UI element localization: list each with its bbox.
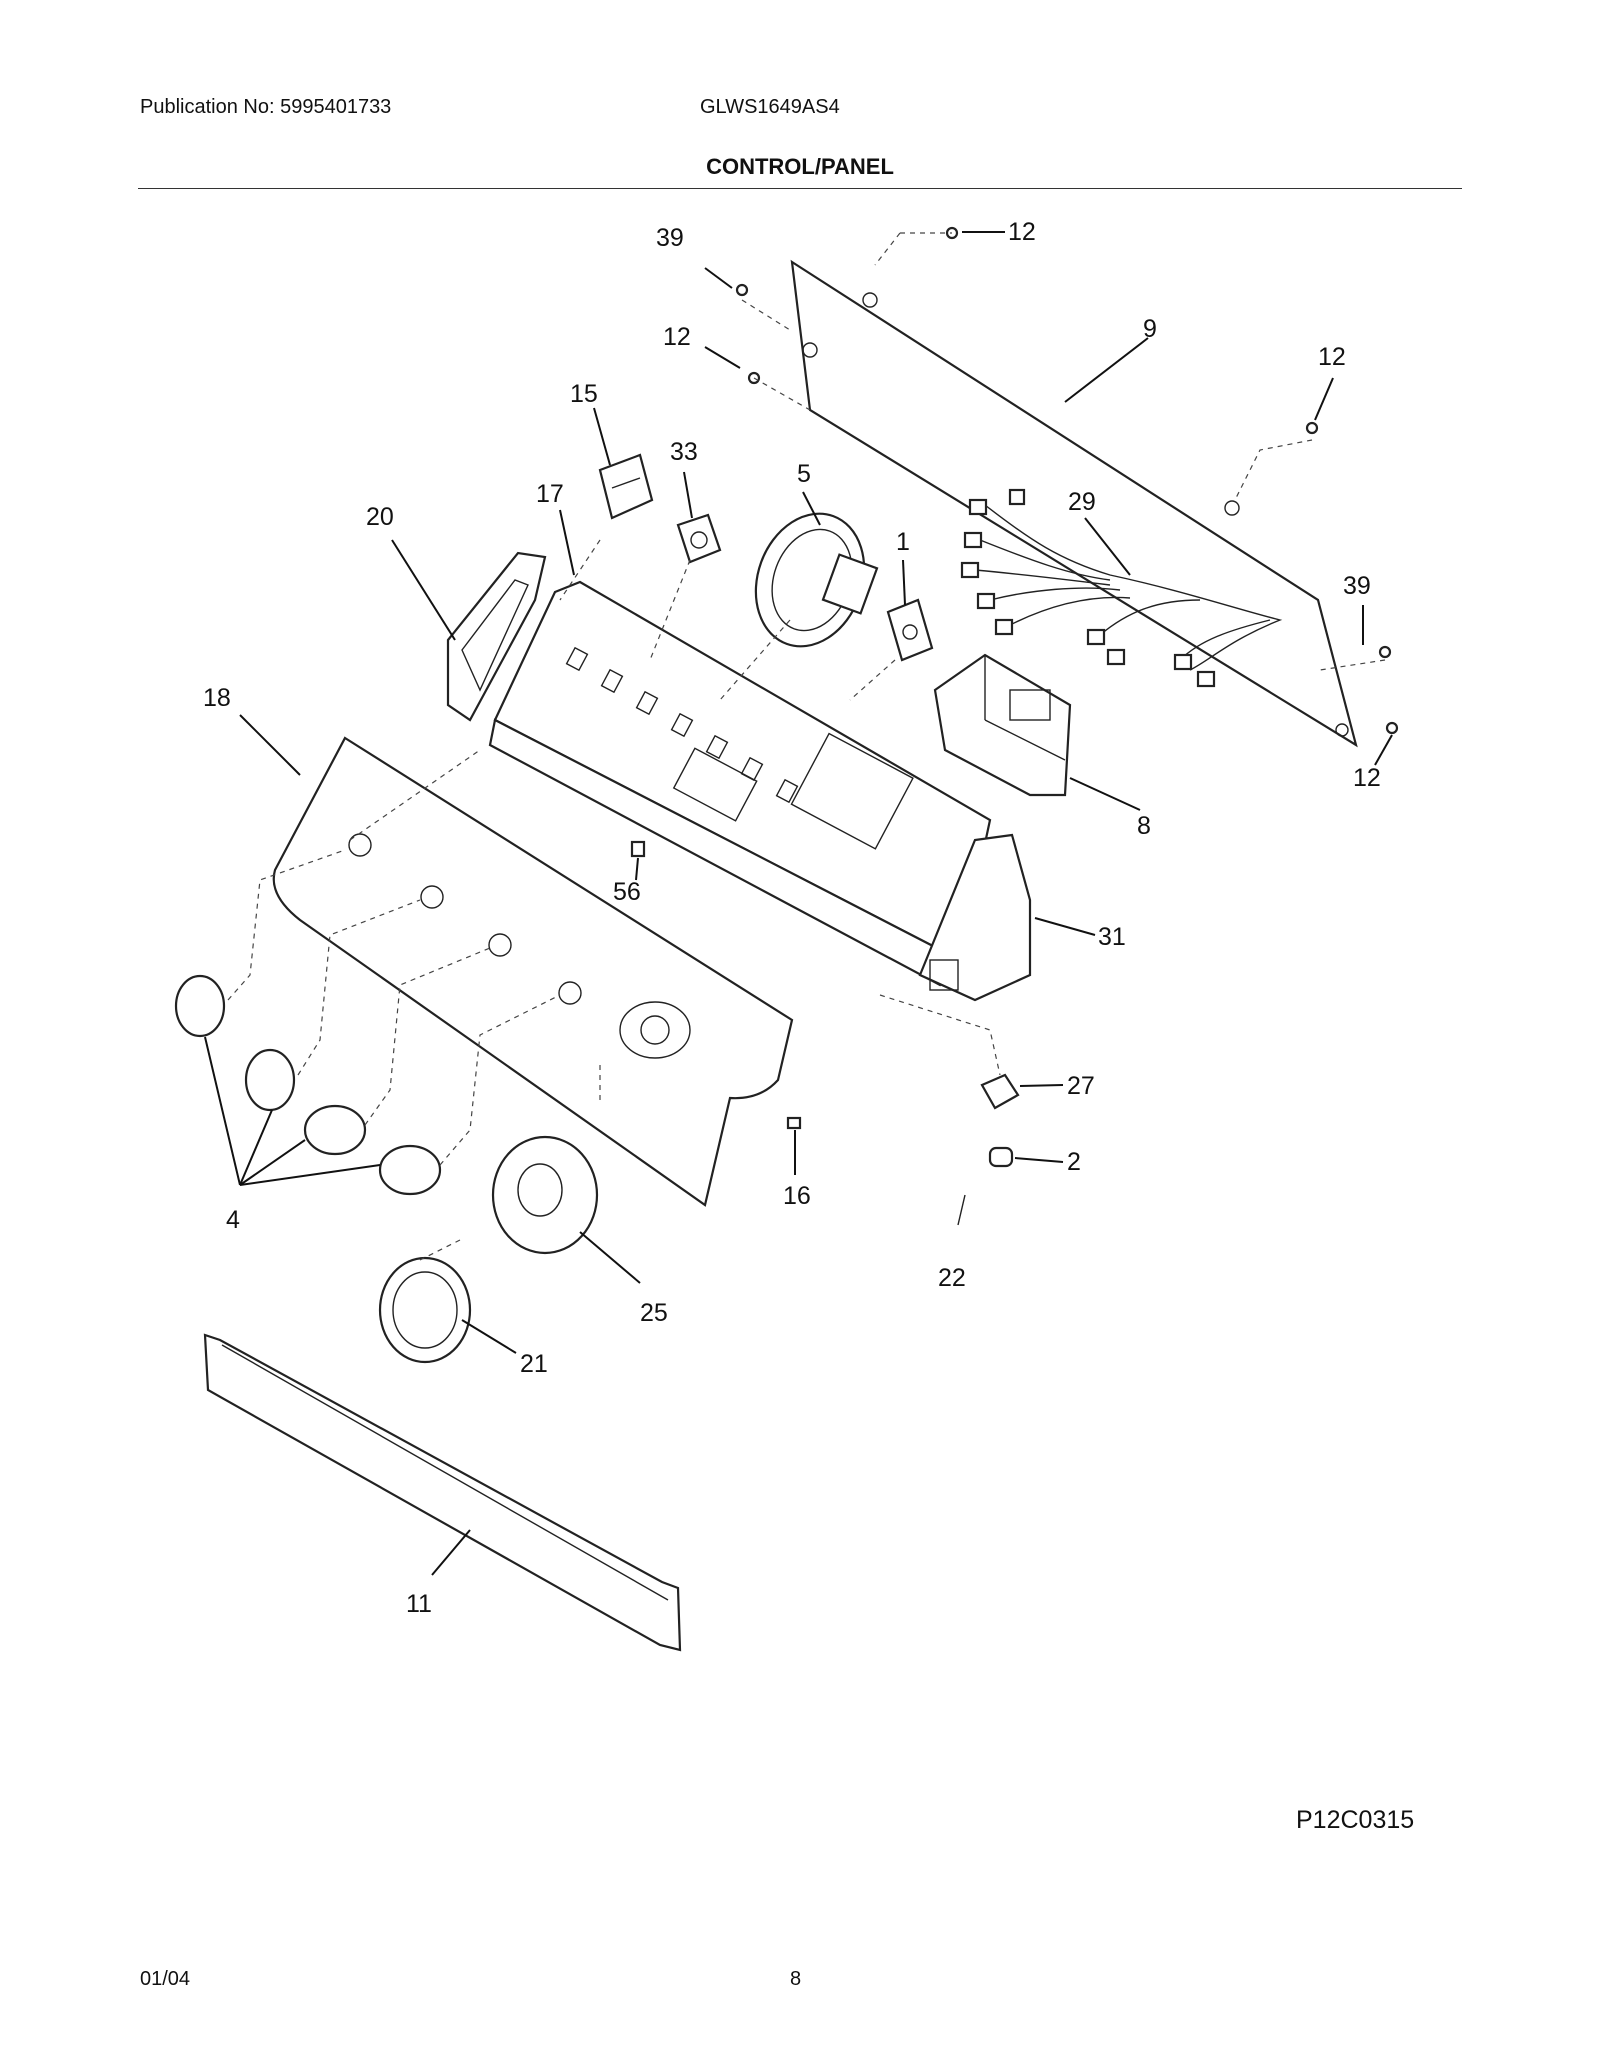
figure-reference: P12C0315: [1296, 1806, 1415, 1834]
callout-39: 39: [656, 224, 684, 252]
callout-16: 16: [783, 1182, 811, 1210]
callout-25: 25: [640, 1299, 668, 1327]
callout-29: 29: [1068, 488, 1096, 516]
right-end-cap-part-31: [918, 833, 1032, 1002]
knobs-part-4: [174, 974, 442, 1196]
assembly-dashed-lines: [227, 232, 1386, 1261]
front-panel-part-18: [272, 736, 794, 1207]
wire-harness-part-29: [960, 488, 1283, 688]
trim-strip-part-11: [203, 1333, 682, 1652]
console-switch-holes: [565, 646, 799, 804]
switch-part-1: [886, 598, 934, 662]
callout-4: 4: [226, 1206, 240, 1234]
callout-12: 12: [1353, 764, 1381, 792]
knob-skirt-part-25: [491, 1135, 599, 1255]
left-end-cap-part-20: [446, 551, 547, 722]
screw-part-22: [957, 1194, 966, 1226]
callout-33: 33: [670, 438, 698, 466]
callout-18: 18: [203, 684, 231, 712]
footer-date: 01/04: [140, 1968, 191, 1990]
callout-27: 27: [1067, 1072, 1095, 1100]
model-number: GLWS1649AS4: [700, 96, 840, 118]
callout-56: 56: [613, 878, 641, 906]
timer-part-8: [933, 653, 1072, 797]
callout-12: 12: [1318, 343, 1346, 371]
dial-module-part-5: [754, 512, 879, 648]
page-number: 8: [790, 1968, 802, 1990]
callout-39: 39: [1343, 572, 1371, 600]
clip-part-16: [786, 1116, 802, 1130]
callout-22: 22: [938, 1264, 966, 1292]
callout-17: 17: [536, 480, 564, 508]
callout-labels: 39 12 12 9 12 15 33 5 17 20 29 1 39 18 1…: [203, 218, 1381, 1618]
cam-part-27: [980, 1073, 1020, 1110]
callout-15: 15: [570, 380, 598, 408]
switch-part-33: [676, 513, 722, 564]
callout-9: 9: [1143, 315, 1157, 343]
callout-1: 1: [896, 528, 910, 556]
console-body-part-17: [488, 580, 992, 987]
callout-leader-lines: [204, 231, 1393, 1576]
header-rule: [138, 188, 1462, 189]
page-title: CONTROL/PANEL: [706, 154, 894, 179]
relay-part-15: [598, 453, 654, 520]
callout-12: 12: [663, 323, 691, 351]
ring-part-21: [378, 1256, 472, 1364]
callout-31: 31: [1098, 923, 1126, 951]
callout-8: 8: [1137, 812, 1151, 840]
callout-12: 12: [1008, 218, 1036, 246]
callout-20: 20: [366, 503, 394, 531]
clip-part-56: [630, 840, 646, 858]
publication-number: Publication No: 5995401733: [140, 96, 392, 118]
rear-panel-part-9: [790, 259, 1358, 748]
callout-2: 2: [1067, 1148, 1081, 1176]
callout-11: 11: [406, 1590, 432, 1618]
bushing-part-2: [988, 1146, 1014, 1168]
callout-5: 5: [797, 460, 811, 488]
callout-21: 21: [520, 1350, 548, 1378]
